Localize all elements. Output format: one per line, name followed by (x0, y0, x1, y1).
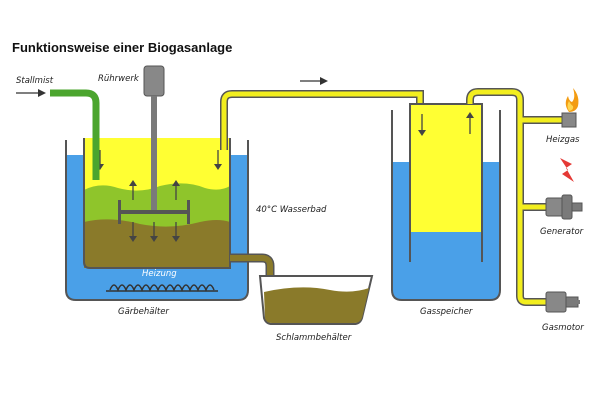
fermenter-wall (83, 138, 231, 269)
inlet-arrow (16, 89, 46, 97)
manure-label: Stallmist (16, 76, 54, 86)
heating-coil (106, 277, 218, 295)
gas-pipe (221, 91, 423, 150)
gas-pipe-outline (220, 90, 424, 150)
water-bath-wall (65, 140, 249, 301)
sludge-container (258, 275, 374, 325)
sludge-layer (84, 219, 230, 268)
gas-storage-label: Gasspeicher (420, 307, 473, 317)
gas-engine-icon (545, 291, 580, 313)
heating-label: Heizung (142, 269, 177, 279)
fermenter: Heizung (65, 65, 249, 301)
diagram-title: Funktionsweise einer Biogasanlage (12, 40, 232, 55)
water-bath-label: 40°C Wasserbad (256, 205, 327, 215)
gas-flow-arrow (300, 77, 328, 85)
generator-icon (545, 194, 583, 220)
manure-inlet-pipe (50, 89, 100, 180)
mixing-arrows (96, 150, 222, 242)
gas-storage (391, 103, 501, 301)
generator-label: Generator (540, 227, 584, 237)
stirrer-label: Rührwerk (98, 74, 140, 84)
sludge-container-label: Schlammbehälter (276, 333, 352, 343)
heating-gas-label: Heizgas (546, 135, 580, 145)
fermenter-label: Gärbehälter (118, 307, 169, 317)
storage-flow-arrows (418, 112, 474, 136)
stirrer (118, 65, 190, 224)
lightning-icon (560, 158, 574, 182)
heating-gas-burner (561, 88, 579, 128)
sludge-pipe (230, 255, 273, 285)
supply-pipe (467, 89, 562, 305)
gas-engine-label: Gasmotor (542, 323, 584, 333)
